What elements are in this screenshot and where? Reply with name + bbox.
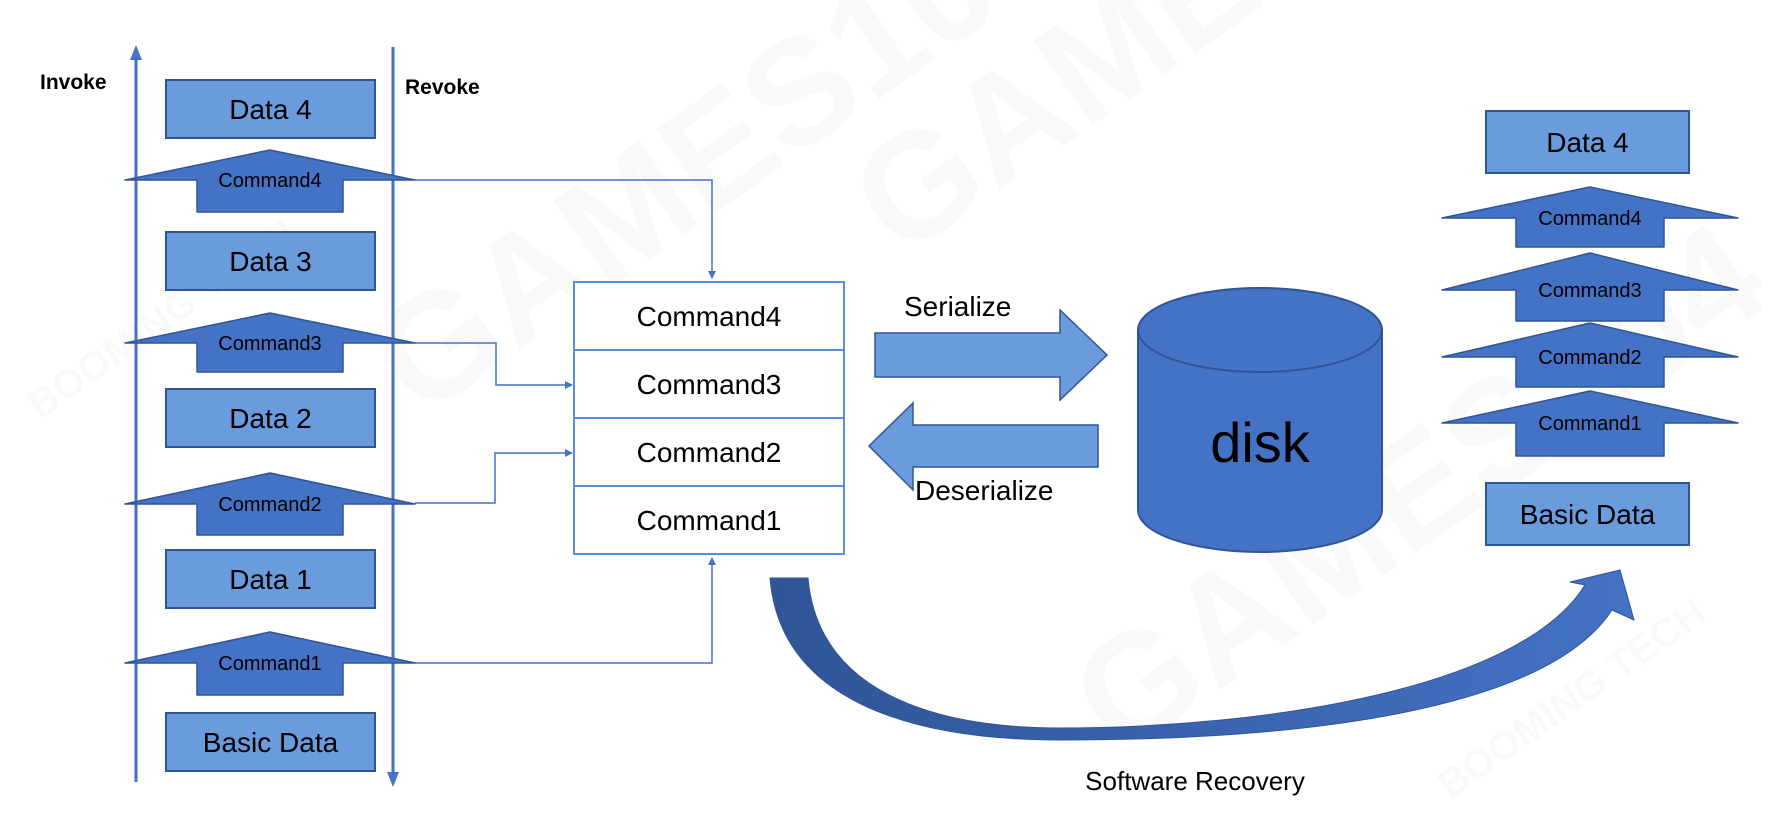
connector-command3 (415, 342, 573, 389)
deserialize-arrow: Deserialize (867, 401, 1099, 506)
connector-command2 (415, 449, 573, 504)
data-label: Basic Data (203, 727, 339, 758)
data-label: Data 4 (229, 94, 312, 125)
invoke-label: Invoke (40, 71, 107, 94)
connector-command4 (415, 179, 716, 279)
revoke-label: Revoke (405, 76, 480, 99)
data-label: Data 1 (229, 564, 312, 595)
command-stack: Command4 Command3 Command2 Command1 (573, 281, 845, 555)
data-label: Basic Data (1520, 499, 1656, 530)
data-box: Data 4 (1485, 110, 1690, 174)
command-arrow: Command4 (1441, 186, 1739, 248)
deserialize-label: Deserialize (915, 475, 1054, 506)
command-arrow: Command1 (124, 631, 416, 696)
command-label: Command1 (1538, 413, 1641, 435)
connectors (415, 179, 716, 664)
stack-row: Command1 (637, 505, 782, 536)
data-box: Basic Data (165, 712, 376, 772)
command-arrow: Command2 (124, 472, 416, 536)
command-arrow: Command2 (1441, 322, 1739, 388)
data-label: Data 3 (229, 246, 312, 277)
data-label: Data 2 (229, 403, 312, 434)
disk-label: disk (1210, 411, 1311, 474)
data-box: Data 3 (165, 231, 376, 291)
command-label: Command4 (218, 170, 321, 192)
command-label: Command3 (1538, 280, 1641, 302)
revoke-axis (387, 47, 399, 787)
stack-row: Command4 (637, 301, 782, 332)
serialize-label: Serialize (904, 291, 1011, 322)
stack-row: Command2 (637, 437, 782, 468)
software-recovery-arrow: Software Recovery (769, 569, 1635, 796)
command-arrow: Command1 (1441, 390, 1739, 457)
command-label: Command2 (218, 494, 321, 516)
serialize-arrow: Serialize (874, 291, 1109, 402)
arrow-up-icon (130, 45, 142, 60)
recovered-stack: Data 4 Command4Command3Command2Command1Ba… (1441, 110, 1739, 546)
command-arrow: Command3 (1441, 252, 1739, 322)
data-box: Basic Data (1485, 482, 1690, 546)
command-label: Command2 (1538, 347, 1641, 369)
connector-command1 (415, 557, 716, 664)
command-label: Command4 (1538, 208, 1641, 230)
disk-icon: disk (1137, 287, 1383, 553)
arrow-down-icon (387, 772, 399, 787)
command-label: Command3 (218, 333, 321, 355)
data-box: Data 4 (165, 79, 376, 139)
command-arrow: Command4 (124, 149, 416, 213)
recovery-label: Software Recovery (1085, 766, 1305, 796)
data-box: Data 2 (165, 388, 376, 448)
stack-row: Command3 (637, 369, 782, 400)
data-box: Data 1 (165, 549, 376, 609)
data-label: Data 4 (1546, 127, 1629, 158)
command-label: Command1 (218, 653, 321, 675)
command-arrow: Command3 (124, 312, 416, 373)
invoke-axis (130, 45, 142, 782)
